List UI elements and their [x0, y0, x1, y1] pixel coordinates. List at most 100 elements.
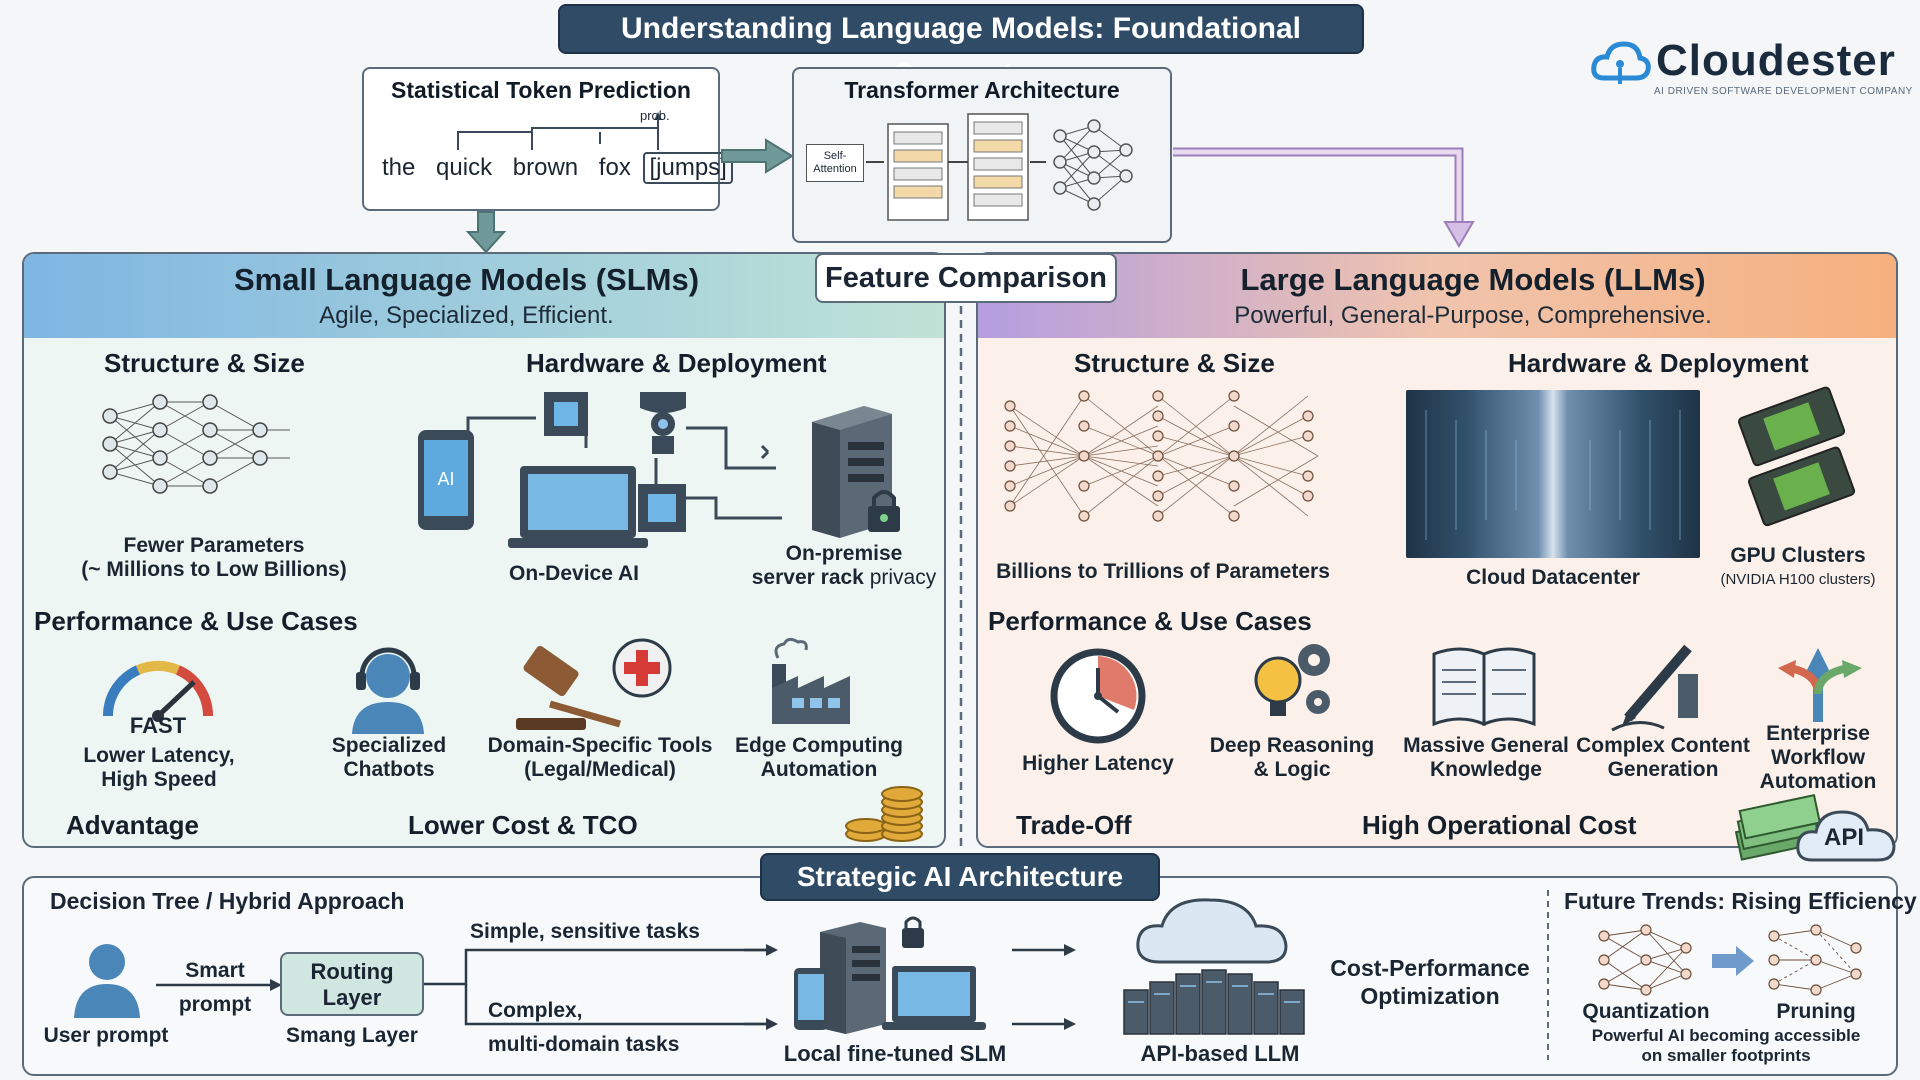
quantization-network-icon — [1598, 924, 1692, 996]
cost-performance-label: Cost-Performance Optimization — [1330, 955, 1530, 1009]
token: the — [382, 154, 416, 181]
gauge-label: FAST — [129, 713, 187, 738]
money-stack-icon — [1734, 793, 1822, 861]
slm-subtitle: Agile, Specialized, Efficient. — [319, 302, 614, 329]
content-label: Complex Content Generation — [1576, 734, 1750, 781]
predicted-token: [jumps] — [643, 152, 733, 184]
quantization-label: Quantization — [1582, 1000, 1710, 1023]
page-title: Understanding Language Models: Foundatio… — [558, 4, 1364, 91]
server-rack-icon — [812, 406, 900, 538]
large-network-icon — [1004, 390, 1319, 522]
cloud-icon — [1796, 810, 1896, 862]
coins-icon — [845, 786, 923, 842]
simple-tasks-label: Simple, sensitive tasks — [470, 920, 700, 943]
local-slm-icon — [794, 916, 986, 1034]
token-prediction-box: Statistical Token Prediction — [362, 67, 720, 211]
local-slm-label: Local fine-tuned SLM — [783, 1041, 1007, 1066]
pen-writing-icon — [1611, 644, 1698, 732]
llm-title: Large Language Models (LLMs) — [1240, 262, 1706, 297]
future-caption: Powerful AI becoming accessible on small… — [1591, 1026, 1861, 1065]
routing-branches — [424, 948, 768, 1026]
tradeoff-label: Trade-Off — [1016, 810, 1132, 840]
slm-params-label: Fewer Parameters (~ Millions to Low Bill… — [81, 534, 347, 581]
logo: Cloudester AI DRIVEN SOFTWARE DEVELOPMEN… — [1590, 36, 1912, 106]
on-device-label: On-Device AI — [509, 562, 639, 585]
llm-params-label: Billions to Trillions of Parameters — [996, 560, 1330, 583]
routing-layer-box: Routing Layer — [280, 952, 424, 1016]
logo-tagline: AI DRIVEN SOFTWARE DEVELOPMENT COMPANY — [1654, 86, 1913, 97]
self-attention-label: Self-Attention — [813, 150, 857, 175]
cloud-servers-icon — [1123, 898, 1305, 1035]
future-trends-title: Future Trends: Rising Efficiency — [1564, 888, 1917, 914]
arrow-right-icon — [721, 138, 794, 174]
api-llm-label: API-based LLM — [1140, 1041, 1300, 1066]
open-book-icon — [1432, 647, 1536, 727]
llm-hardware-title: Hardware & Deployment — [1508, 348, 1809, 378]
llm-subtitle: Powerful, General-Purpose, Comprehensive… — [1234, 302, 1712, 329]
on-premise-label: On-premise server rack privacy — [751, 542, 937, 589]
server-aisle-icon — [1425, 410, 1681, 540]
user-icon — [74, 944, 140, 1018]
arrow-right-icon — [744, 1018, 778, 1030]
token-brackets — [457, 112, 662, 150]
prob-label: prob. — [640, 108, 670, 123]
strategic-title: Strategic AI Architecture — [760, 853, 1160, 901]
device-network-icon: AI — [418, 392, 782, 548]
knowledge-label: Massive General Knowledge — [1403, 734, 1569, 781]
slm-structure-title: Structure & Size — [104, 348, 305, 378]
branch-arrows-icon — [1778, 648, 1862, 722]
feature-comparison-label: Feature Comparison — [815, 253, 1117, 303]
token-prediction-title: Statistical Token Prediction — [391, 77, 691, 103]
llm-cost-label: High Operational Cost — [1362, 810, 1637, 840]
gpu-chips-icon — [1738, 386, 1856, 527]
speed-gauge-icon — [102, 660, 214, 722]
decision-tree-title: Decision Tree / Hybrid Approach — [50, 888, 405, 914]
clock-icon — [1050, 648, 1146, 744]
user-prompt-label: User prompt — [43, 1024, 169, 1047]
pruning-network-icon — [1768, 924, 1862, 996]
arrow-elbow-icon — [1173, 147, 1475, 248]
latency-label: Lower Latency, High Speed — [83, 744, 235, 791]
slm-header: Small Language Models (SLMs) Agile, Spec… — [24, 254, 944, 338]
advantage-label: Advantage — [66, 810, 199, 840]
arrow-right-icon — [1012, 944, 1076, 956]
smang-layer-label: Smang Layer — [286, 1024, 418, 1047]
datacenter-label: Cloud Datacenter — [1466, 566, 1640, 589]
panel-divider — [959, 306, 963, 846]
datacenter-image — [1406, 390, 1700, 558]
arrow-right-icon — [744, 944, 778, 956]
llm-header: Large Language Models (LLMs) Powerful, G… — [978, 254, 1896, 338]
reasoning-label: Deep Reasoning & Logic — [1209, 734, 1375, 781]
headset-icon — [352, 647, 424, 734]
future-divider — [1547, 890, 1549, 1060]
arrow-right-icon — [1712, 946, 1754, 976]
pruning-label: Pruning — [1776, 1000, 1856, 1023]
bulb-gear-icon — [1254, 644, 1330, 716]
token-row: the quick brown fox [jumps] — [382, 152, 747, 184]
slm-cost-label: Lower Cost & TCO — [408, 810, 638, 840]
llm-perf-title: Performance & Use Cases — [988, 606, 1312, 636]
token: fox — [598, 154, 631, 181]
slm-title: Small Language Models (SLMs) — [233, 262, 700, 297]
api-label: API — [1824, 824, 1865, 851]
token: quick — [436, 154, 493, 181]
llm-structure-title: Structure & Size — [1074, 348, 1275, 378]
api-cloud: API — [1794, 800, 1898, 864]
arrow-right-icon — [1012, 1018, 1076, 1030]
transformer-title: Transformer Architecture — [844, 77, 1120, 103]
cloud-logo-icon — [1591, 41, 1651, 84]
smart-prompt-label: Smart prompt — [178, 959, 252, 1016]
arrow-right-icon — [156, 979, 282, 991]
chatbots-label: Specialized Chatbots — [331, 734, 447, 781]
gpu-label: GPU Clusters (NVIDIA H100 clusters) — [1720, 544, 1876, 588]
edge-label: Edge Computing Automation — [735, 734, 903, 781]
gavel-medical-icon — [516, 638, 672, 730]
ai-chip-label: AI — [437, 469, 454, 489]
slm-hardware-title: Hardware & Deployment — [526, 348, 827, 378]
higher-latency-label: Higher Latency — [1022, 752, 1174, 775]
small-network-icon — [102, 394, 290, 494]
factory-icon — [772, 637, 850, 724]
slm-panel: Small Language Models (SLMs) Agile, Spec… — [22, 252, 946, 848]
transformer-diagram — [866, 113, 1133, 221]
logo-name: Cloudester — [1656, 36, 1896, 85]
